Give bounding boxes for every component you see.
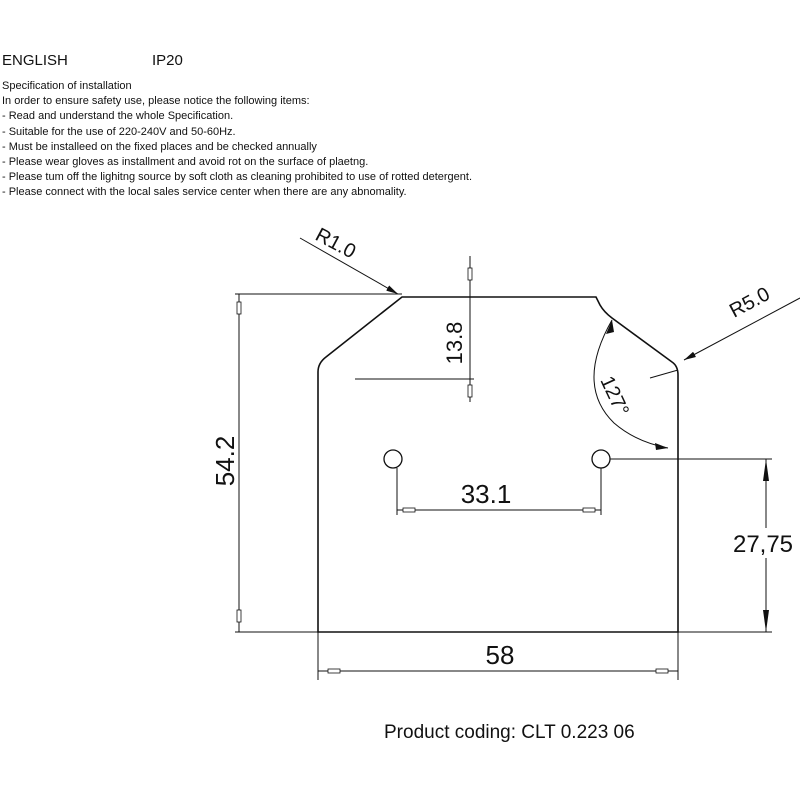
angle-label: 127° [595, 373, 632, 420]
notch-height-dimension: 13.8 [355, 256, 474, 402]
spec-item: - Must be installeed on the fixed places… [2, 140, 317, 153]
spec-item: - Please tum off the lighitng source by … [2, 171, 473, 184]
hole-spacing-label: 33.1 [461, 479, 512, 509]
spec-item: - Suitable for the use of 220-240V and 5… [2, 125, 236, 138]
installation-spec: Specification of installation In order t… [2, 79, 472, 201]
width-dimension: 58 [317, 632, 679, 680]
spec-item: - Read and understand the whole Specific… [2, 110, 234, 123]
language-label: ENGLISH [2, 52, 68, 69]
height-dimension: 54.2 [210, 293, 402, 633]
hole-offset-dimension: 27,75 [610, 458, 800, 633]
width-label: 58 [486, 640, 515, 670]
spec-intro: In order to ensure safety use, please no… [2, 95, 310, 108]
plate-outline [317, 296, 679, 633]
radius-left-label: R1.0 [312, 224, 360, 263]
notch-height-label: 13.8 [442, 322, 467, 365]
product-coding: Product coding: CLT 0.223 06 [384, 722, 635, 743]
mounting-hole-left [383, 449, 403, 469]
radius-right-label: R5.0 [726, 283, 774, 322]
radius-left-dimension: R1.0 [299, 224, 399, 295]
height-label: 54.2 [210, 436, 240, 487]
radius-right-dimension: R5.0 [683, 283, 800, 361]
angle-dimension: 127° [593, 319, 679, 450]
hole-offset-label: 27,75 [733, 531, 793, 558]
ip-rating: IP20 [152, 52, 183, 69]
mounting-hole-right [591, 449, 611, 469]
hole-spacing-dimension: 33.1 [396, 468, 602, 515]
spec-title: Specification of installation [2, 80, 132, 92]
spec-item: - Please connect with the local sales se… [2, 186, 407, 199]
spec-item: - Please wear gloves as installment and … [2, 156, 369, 169]
